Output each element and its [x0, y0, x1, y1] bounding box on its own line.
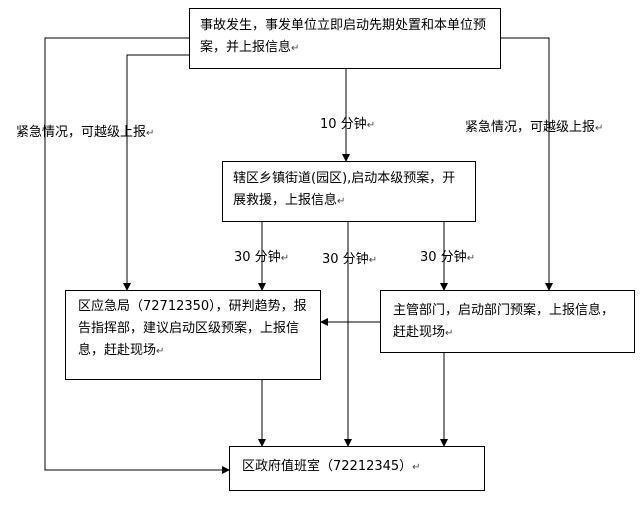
node-duty-room: 区政府值班室（72212345）↵: [229, 446, 485, 491]
paragraph-mark: ↵: [291, 43, 300, 54]
node-emergency-bureau-text: 区应急局（72712350），研判趋势，报告指挥部，建议启动区级预案，上报信息，…: [78, 299, 307, 358]
label-ten-min: 10 分钟↵: [320, 117, 375, 134]
label-thirty-right-text: 30 分钟: [420, 250, 467, 265]
label-thirty-mid: 30 分钟↵: [322, 252, 377, 269]
paragraph-mark: ↵: [466, 253, 476, 264]
node-emergency-bureau: 区应急局（72712350），研判趋势，报告指挥部，建议启动区级预案，上报信息，…: [65, 290, 321, 380]
edge-accident-department: [500, 37, 553, 291]
paragraph-mark: ↵: [156, 346, 165, 357]
label-urgent-right: 紧急情况，可越级上报↵: [465, 120, 603, 137]
node-department: 主管部门，启动部门预案，上报信息，赶赴现场↵: [380, 290, 635, 353]
label-urgent-right-text: 紧急情况，可越级上报: [465, 120, 596, 135]
label-ten-min-text: 10 分钟: [320, 117, 367, 132]
paragraph-mark: ↵: [146, 128, 155, 139]
paragraph-mark: ↵: [337, 196, 346, 207]
label-thirty-right: 30 分钟↵: [420, 250, 475, 267]
node-accident: 事故发生，事发单位立即启动先期处置和本单位预案，并上报信息↵: [189, 8, 501, 69]
paragraph-mark: ↵: [368, 255, 378, 266]
node-accident-text: 事故发生，事发单位立即启动先期处置和本单位预案，并上报信息: [200, 18, 487, 55]
edge-accident-bureau: [123, 54, 189, 291]
paragraph-mark: ↵: [445, 328, 454, 339]
node-township: 辖区乡镇街道(园区),启动本级预案，开展救援，上报信息↵: [222, 161, 476, 222]
label-urgent-left: 紧急情况，可越级上报↵: [16, 125, 154, 142]
paragraph-mark: ↵: [280, 253, 290, 264]
paragraph-mark: ↵: [366, 120, 376, 131]
label-thirty-mid-text: 30 分钟: [322, 252, 369, 267]
edge-urgent-left-bypass: [44, 37, 230, 474]
label-urgent-left-text: 紧急情况，可越级上报: [16, 125, 147, 140]
node-township-text: 辖区乡镇街道(园区),启动本级预案，开展救援，上报信息: [233, 171, 456, 208]
node-department-text: 主管部门，启动部门预案，上报信息，赶赴现场: [393, 303, 615, 340]
node-duty-room-text: 区政府值班室（72212345）: [242, 459, 413, 474]
label-thirty-left-text: 30 分钟: [234, 250, 281, 265]
label-thirty-left: 30 分钟↵: [234, 250, 289, 267]
paragraph-mark: ↵: [412, 462, 421, 473]
paragraph-mark: ↵: [595, 123, 604, 134]
